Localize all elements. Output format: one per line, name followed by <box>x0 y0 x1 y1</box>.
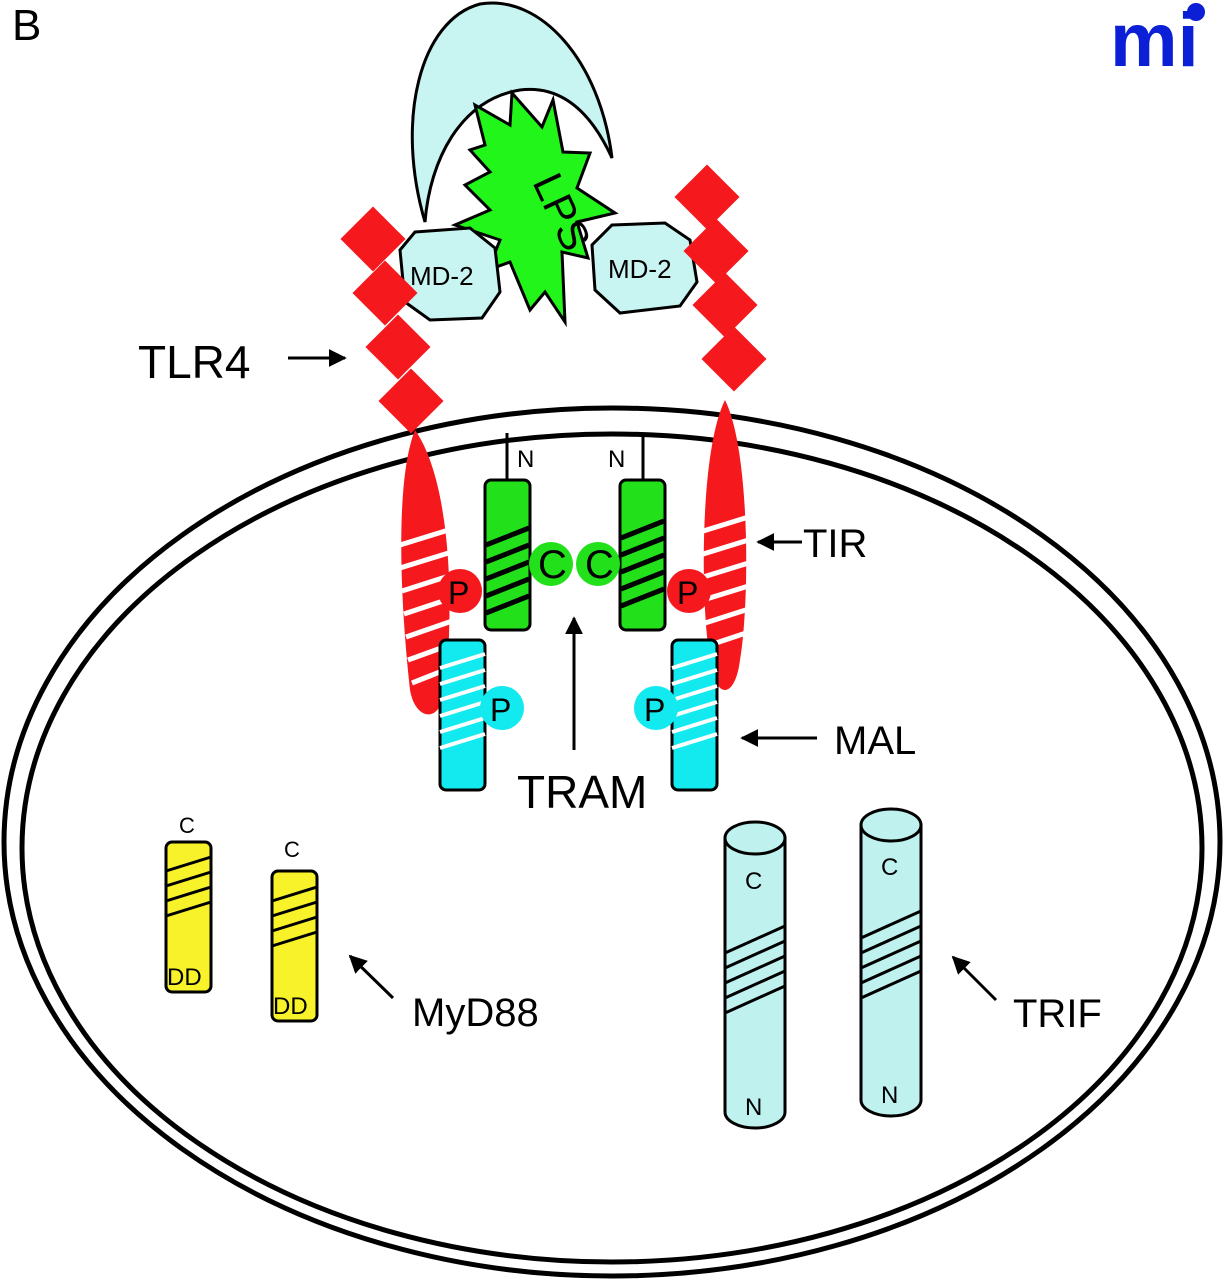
myd88-label: MyD88 <box>412 991 539 1035</box>
trif-arrow-icon <box>951 955 998 1002</box>
logo-dot <box>1187 3 1205 21</box>
trif-right-c-label: C <box>881 854 898 881</box>
tram-right: N <box>608 433 667 632</box>
tlr4-left-phospho: P <box>438 569 482 613</box>
tlr4-left-ectodomain <box>340 206 444 434</box>
lrr-block <box>365 314 431 380</box>
tlr4-right-ectodomain <box>674 164 767 392</box>
md2-left-label: MD-2 <box>410 261 474 291</box>
tram-right-n-label: N <box>608 446 625 473</box>
panel-label: B <box>12 1 41 50</box>
myd88-left: C DD <box>164 813 213 994</box>
tram-label: TRAM <box>517 766 647 818</box>
tlr4-right-phospho: P <box>667 569 711 613</box>
mal-left: P <box>438 638 524 792</box>
cell-membrane <box>1 405 1223 1279</box>
mal-right-p-label: P <box>644 692 665 728</box>
mal-right: P <box>634 638 719 792</box>
trif-right: C N <box>859 807 923 1118</box>
md2-left: MD-2 <box>398 226 502 322</box>
tlr4-right-tir <box>699 400 756 690</box>
tlr4-left-p-label: P <box>448 575 469 611</box>
myd88-left-c-label: C <box>179 813 195 838</box>
trif-left-c-label: C <box>745 868 762 895</box>
myd88-right: C DD <box>270 837 319 1023</box>
outer-membrane <box>1 405 1223 1279</box>
trif-left-n-label: N <box>745 1094 762 1121</box>
tram-left-c-label: C <box>538 543 567 587</box>
lrr-block <box>674 164 740 230</box>
trif-label: TRIF <box>1013 992 1102 1036</box>
tram-left-n-label: N <box>517 446 534 473</box>
journal-logo: mi <box>1110 0 1205 83</box>
tram-right-c-terminus: C <box>576 542 620 587</box>
mal-left-p-label: P <box>490 692 511 728</box>
trif-right-n-label: N <box>881 1082 898 1109</box>
tlr4-label: TLR4 <box>138 336 250 388</box>
md2-right-label: MD-2 <box>608 254 672 284</box>
tram-left-c-terminus: C <box>529 542 573 587</box>
tlr4-right-p-label: P <box>677 575 698 611</box>
lrr-block <box>378 368 444 434</box>
myd88-left-dd-label: DD <box>167 964 202 991</box>
tir-label: TIR <box>803 522 867 566</box>
mal-label: MAL <box>834 719 916 763</box>
md2-right: MD-2 <box>590 221 699 315</box>
tram-right-c-label: C <box>585 543 614 587</box>
lrr-block <box>692 272 758 338</box>
tram-left: N <box>483 433 534 632</box>
lrr-block <box>701 326 767 392</box>
lrr-block <box>352 260 418 326</box>
myd88-right-c-label: C <box>284 837 300 862</box>
lrr-block <box>340 206 406 272</box>
logo-text: mi <box>1110 0 1199 83</box>
inner-membrane <box>19 431 1205 1265</box>
myd88-right-dd-label: DD <box>273 993 308 1020</box>
myd88-arrow-icon <box>348 954 395 1000</box>
lrr-block <box>683 218 749 284</box>
trif-left: C N <box>723 820 787 1130</box>
